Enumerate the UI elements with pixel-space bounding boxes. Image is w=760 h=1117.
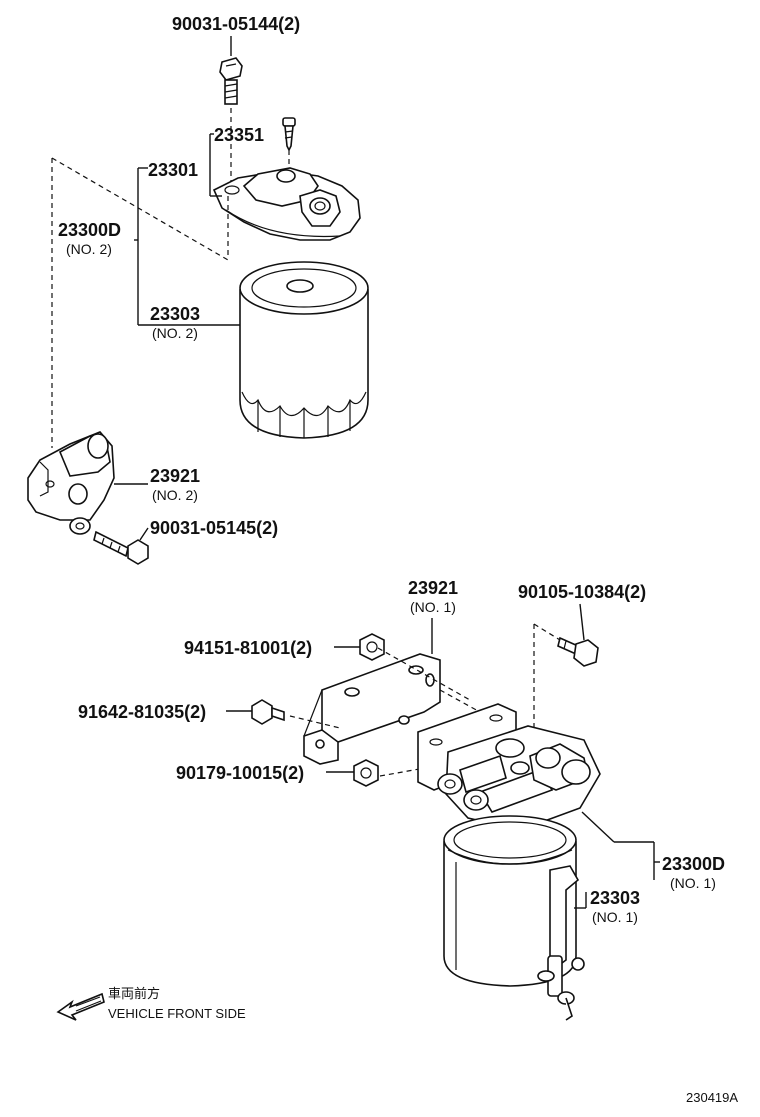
label-bolt-left: 91642-81035(2) [78,702,206,722]
label-assy-no2-sub: (NO. 2) [66,241,112,257]
label-assy-no1: 23300D [662,854,725,874]
screw-23351-illustration [282,117,296,152]
direction-english: VEHICLE FRONT SIDE [108,1006,246,1021]
vehicle-front-arrow [56,992,105,1021]
label-element-no2-sub: (NO. 2) [152,325,198,341]
bolt-left-illustration [251,699,285,725]
bracket-no2-illustration [27,431,115,535]
label-cover-23301: 23301 [148,160,198,180]
label-bracket-no1: 23921 [408,578,458,598]
label-element-no1: 23303 [590,888,640,908]
label-element-no1-sub: (NO. 1) [592,909,638,925]
label-bolt-mid: 90031-05145(2) [150,518,278,538]
figure-id: 230419A [686,1090,738,1105]
filter-cover-no2-illustration [212,167,361,241]
label-bracket-no2-sub: (NO. 2) [152,487,198,503]
filter-head-no1-illustration [417,703,601,831]
label-bracket-no2: 23921 [150,466,200,486]
nut-lower-illustration [353,759,379,787]
bolt-right-illustration [557,636,599,667]
label-assy-no1-sub: (NO. 1) [670,875,716,891]
label-element-no2: 23303 [150,304,200,324]
filter-element-no1-illustration [443,815,585,1021]
nut-upper-illustration [359,633,385,661]
label-nut-lower: 90179-10015(2) [176,763,304,783]
bolt-mid-illustration [93,530,149,565]
bracket-no1-illustration [303,653,441,765]
filter-element-no2-illustration [239,261,369,439]
label-screw-23351: 23351 [214,125,264,145]
label-bolt-top: 90031-05144(2) [172,14,300,34]
label-nut-upper: 94151-81001(2) [184,638,312,658]
direction-japanese: 車両前方 [108,986,160,1001]
label-bracket-no1-sub: (NO. 1) [410,599,456,615]
label-assy-no2: 23300D [58,220,121,240]
bolt-top-illustration [219,57,243,105]
label-bolt-right: 90105-10384(2) [518,582,646,602]
